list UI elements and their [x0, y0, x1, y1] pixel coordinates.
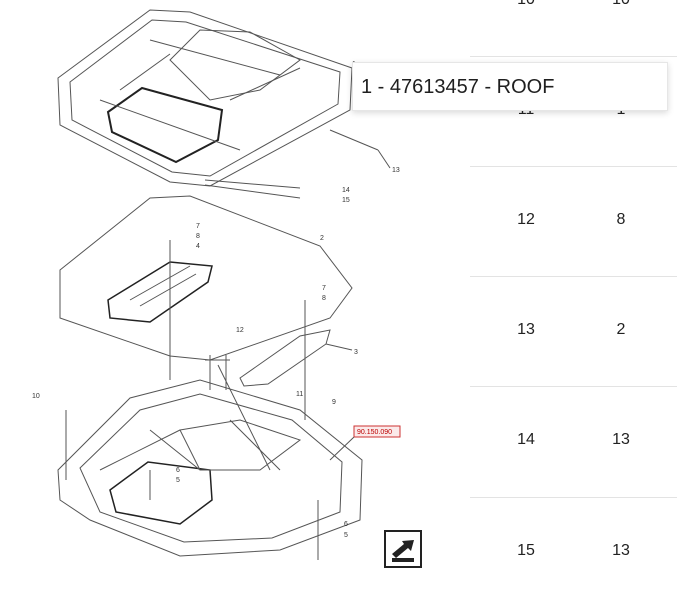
- ref-cell: 13: [517, 321, 535, 338]
- callout-7b: 7: [322, 285, 326, 292]
- callout-12: 12: [236, 327, 244, 334]
- table-row[interactable]: 12 8: [470, 166, 677, 277]
- callout-4: 4: [196, 243, 200, 250]
- table-row[interactable]: 13 2: [470, 276, 677, 387]
- table-row[interactable]: 15 13: [470, 497, 677, 608]
- headliner-panel: [59, 195, 353, 361]
- arrow-link-icon[interactable]: [384, 530, 422, 568]
- callout-5b: 5: [344, 532, 348, 539]
- ref-cell: 15: [517, 542, 535, 559]
- callout-6b: 6: [344, 521, 348, 528]
- callout-7a: 7: [196, 223, 200, 230]
- qty-cell: 13: [612, 431, 630, 448]
- ref-cell: 14: [517, 431, 535, 448]
- roof-rear-opening: [169, 29, 301, 101]
- part-tooltip: 1 - 47613457 - ROOF: [352, 62, 668, 111]
- callout-14: 14: [342, 187, 350, 194]
- callout-9: 9: [332, 399, 336, 406]
- callout-8a: 8: [196, 233, 200, 240]
- table-row[interactable]: 14 13: [470, 386, 677, 497]
- trim-piece: [239, 329, 331, 387]
- callout-13: 13: [392, 167, 400, 174]
- qty-cell: 2: [616, 321, 626, 338]
- roof-panel-inner: [69, 19, 341, 177]
- ref-cell: 12: [517, 211, 535, 228]
- headliner-console: [107, 261, 213, 323]
- callout-10: 10: [32, 393, 40, 400]
- callout-3: 3: [354, 349, 358, 356]
- exploded-parts-diagram: 1 2 3 4 5 5 6 6 7 7 8 8 9 10 11 12 13 14…: [32, 9, 422, 568]
- table-row[interactable]: 10 10: [470, 0, 677, 57]
- callout-11: 11: [296, 391, 303, 398]
- ref-cell: 10: [506, 0, 546, 9]
- roof-assembly-drawing: 1 2 3 4 5 5 6 6 7 7 8 8 9 10 11 12 13 14…: [32, 9, 401, 560]
- qty-cell: 8: [616, 211, 626, 228]
- callout-6a: 6: [176, 467, 180, 474]
- roof-panel-outer: [57, 9, 353, 187]
- callout-5a: 5: [176, 477, 180, 484]
- callout-8b: 8: [322, 295, 326, 302]
- callout-15: 15: [342, 197, 350, 204]
- qty-cell: 10: [601, 0, 641, 9]
- roof-hatch-opening: [106, 86, 224, 164]
- cab-frame-inner: [79, 393, 343, 543]
- qty-cell: 13: [612, 542, 630, 559]
- callout-2: 2: [320, 235, 324, 242]
- cab-frame-opening: [109, 461, 213, 525]
- cab-frame-outer: [57, 379, 363, 557]
- reference-label[interactable]: 90.150.090: [357, 429, 392, 436]
